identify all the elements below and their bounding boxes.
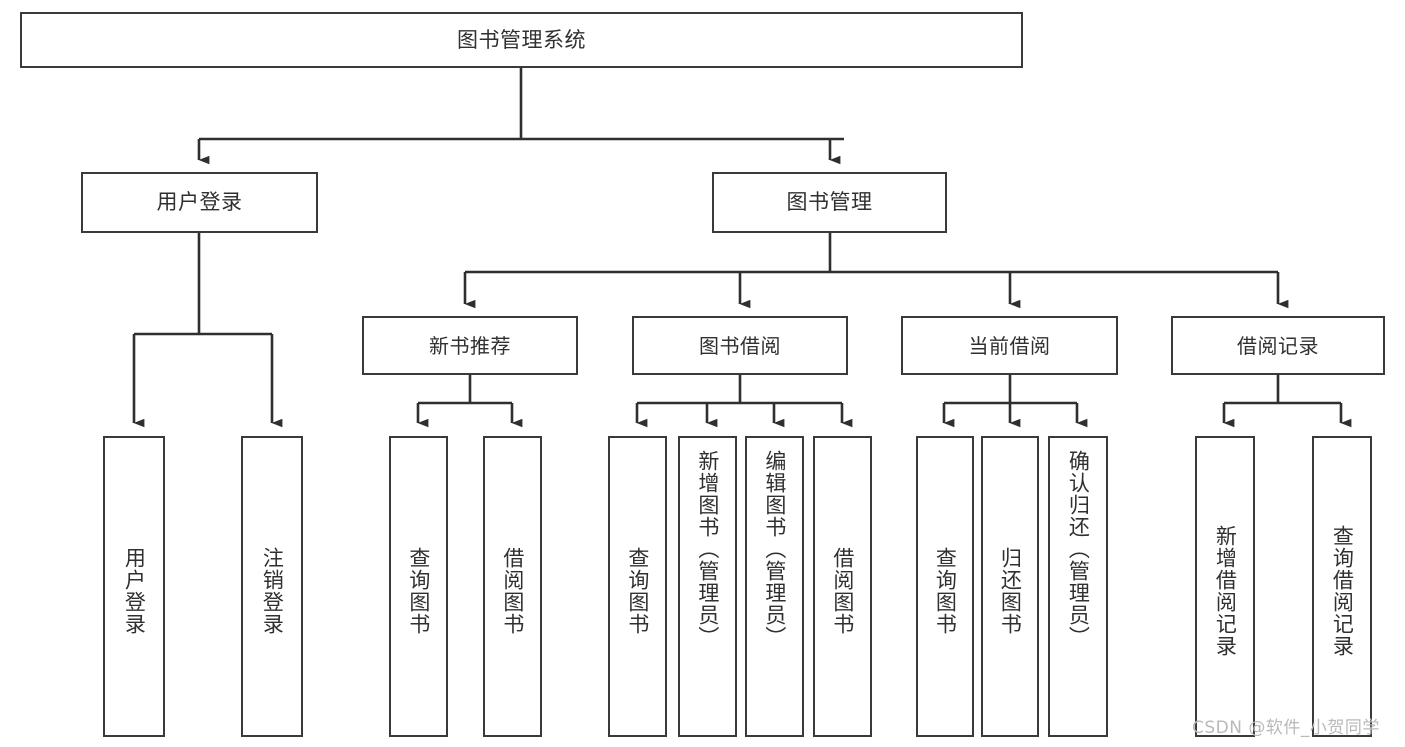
leaf-query-book-recommend-label: 查询图书 — [406, 546, 431, 635]
leaf-query-book-current-wrap: 查询图书 — [918, 446, 972, 735]
leaf-return-book-wrap: 归还图书 — [983, 446, 1037, 735]
leaf-return-book-label: 归还图书 — [998, 546, 1023, 635]
csdn-watermark: CSDN @软件_小贺同学 — [1192, 718, 1380, 738]
leaf-query-book-recommend[interactable]: 查询图书 — [389, 436, 448, 737]
leaf-confirm-return-admin-wrap: 确认归还（管理员） — [1050, 446, 1106, 739]
leaf-borrow-book[interactable]: 借阅图书 — [813, 436, 872, 737]
node-root[interactable]: 图书管理系统 — [20, 12, 1023, 68]
leaf-logout-wrap: 注销登录 — [243, 446, 301, 735]
leaf-edit-book-admin-wrap: 编辑图书（管理员） — [747, 446, 802, 739]
leaf-confirm-return-admin[interactable]: 确认归还（管理员） — [1048, 436, 1108, 737]
leaf-edit-book-admin-label: 编辑图书（管理员） — [762, 450, 787, 648]
leaf-query-book-current-label: 查询图书 — [933, 546, 958, 635]
leaf-query-borrow-record-wrap: 查询借阅记录 — [1314, 446, 1370, 735]
node-user-login[interactable]: 用户登录 — [81, 172, 318, 233]
node-new-book-recommend[interactable]: 新书推荐 — [362, 316, 578, 375]
leaf-edit-book-admin[interactable]: 编辑图书（管理员） — [745, 436, 804, 737]
node-new-book-recommend-label: 新书推荐 — [429, 333, 511, 358]
leaf-user-login-label: 用户登录 — [122, 546, 147, 635]
node-root-label: 图书管理系统 — [457, 27, 586, 52]
leaf-add-borrow-record-label: 新增借阅记录 — [1213, 524, 1238, 657]
leaf-return-book[interactable]: 归还图书 — [981, 436, 1039, 737]
node-borrow-records-label: 借阅记录 — [1237, 333, 1319, 358]
leaf-query-book-borrow[interactable]: 查询图书 — [608, 436, 667, 737]
leaf-query-book-current[interactable]: 查询图书 — [916, 436, 974, 737]
leaf-query-book-recommend-wrap: 查询图书 — [391, 446, 446, 735]
node-borrow-records[interactable]: 借阅记录 — [1171, 316, 1385, 375]
leaf-add-book-admin-label: 新增图书（管理员） — [695, 450, 720, 648]
leaf-add-borrow-record-wrap: 新增借阅记录 — [1197, 446, 1253, 735]
leaf-borrow-book-recommend-wrap: 借阅图书 — [485, 446, 540, 735]
leaf-borrow-book-wrap: 借阅图书 — [815, 446, 870, 735]
leaf-borrow-book-recommend[interactable]: 借阅图书 — [483, 436, 542, 737]
leaf-borrow-book-recommend-label: 借阅图书 — [500, 546, 525, 635]
node-book-borrow-label: 图书借阅 — [699, 333, 781, 358]
node-book-management-label: 图书管理 — [786, 190, 873, 214]
leaf-add-borrow-record[interactable]: 新增借阅记录 — [1195, 436, 1255, 737]
node-current-borrow[interactable]: 当前借阅 — [901, 316, 1118, 375]
leaf-logout-label: 注销登录 — [260, 546, 285, 635]
node-book-borrow[interactable]: 图书借阅 — [632, 316, 848, 375]
leaf-logout[interactable]: 注销登录 — [241, 436, 303, 737]
node-current-borrow-label: 当前借阅 — [968, 333, 1051, 358]
leaf-confirm-return-admin-label: 确认归还（管理员） — [1066, 450, 1091, 648]
leaf-query-borrow-record-label: 查询借阅记录 — [1330, 524, 1355, 657]
leaf-query-borrow-record[interactable]: 查询借阅记录 — [1312, 436, 1372, 737]
leaf-query-book-borrow-label: 查询图书 — [625, 546, 650, 635]
node-book-management[interactable]: 图书管理 — [712, 172, 947, 233]
leaf-borrow-book-label: 借阅图书 — [830, 546, 855, 635]
leaf-query-book-borrow-wrap: 查询图书 — [610, 446, 665, 735]
leaf-add-book-admin[interactable]: 新增图书（管理员） — [678, 436, 737, 737]
node-user-login-label: 用户登录 — [156, 190, 243, 214]
leaf-user-login[interactable]: 用户登录 — [103, 436, 165, 737]
leaf-add-book-admin-wrap: 新增图书（管理员） — [680, 446, 735, 739]
leaf-user-login-wrap: 用户登录 — [105, 446, 163, 735]
